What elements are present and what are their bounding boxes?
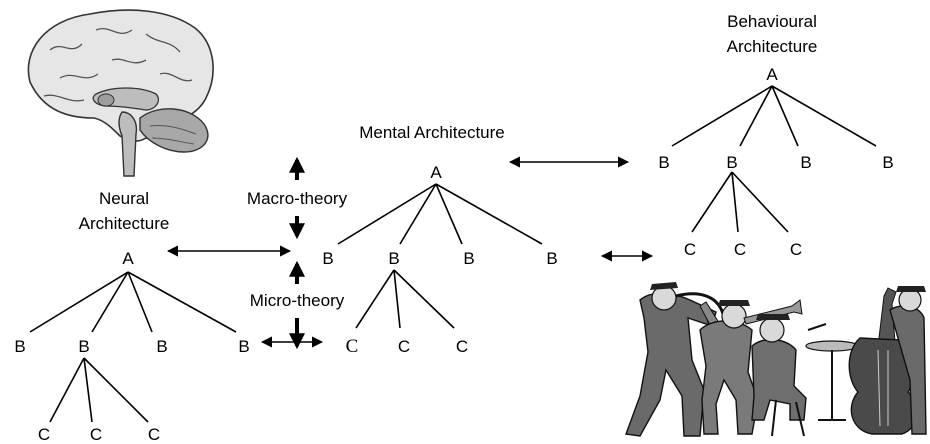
mental-node-b3: B [463,249,474,268]
behavioural-node-a: A [766,65,778,84]
mental-node-b2: B [388,249,399,268]
behavioural-tree-edges [671,85,877,233]
behavioural-node-b3: B [800,153,811,172]
neural-node-b2: B [78,337,89,356]
neural-architecture-title-line2: Architecture [79,214,170,233]
mental-node-b1: B [322,249,333,268]
bass-player-figure [848,286,927,435]
behavioural-architecture-title-line1: Behavioural [727,12,817,31]
behavioural-architecture-title-line2: Architecture [727,37,818,56]
mental-architecture-title: Mental Architecture [359,123,505,142]
behavioural-node-b4: B [882,153,893,172]
trumpet-player-figure [699,299,803,435]
neural-architecture-title-line1: Neural [99,189,149,208]
jazz-musicians-illustration [625,282,927,437]
neural-node-a: A [122,249,134,268]
mental-node-c2: C [398,337,410,356]
mental-node-b4: B [546,249,557,268]
behavioural-node-c2: C [734,240,746,259]
behavioural-node-c3: C [790,240,802,259]
neural-node-b1: B [14,337,25,356]
neural-node-b4: B [238,337,249,356]
mental-tree-edges [337,183,543,329]
mental-node-c3: C [456,337,468,356]
micro-theory-label: Micro-theory [250,291,345,310]
neural-node-c3: C [148,425,160,444]
macro-theory-label: Macro-theory [247,189,348,208]
behavioural-node-b2: B [726,153,737,172]
behavioural-node-c1: C [684,240,696,259]
brain-illustration [27,9,214,177]
behavioural-node-b1: B [658,153,669,172]
neural-node-b3: B [156,337,167,356]
neural-tree-edges [29,271,237,423]
mental-node-a: A [430,163,442,182]
neural-node-c2: C [90,425,102,444]
drummer-figure [751,314,859,437]
neural-node-c1: C [38,425,50,444]
mental-node-c1: C [346,336,359,357]
